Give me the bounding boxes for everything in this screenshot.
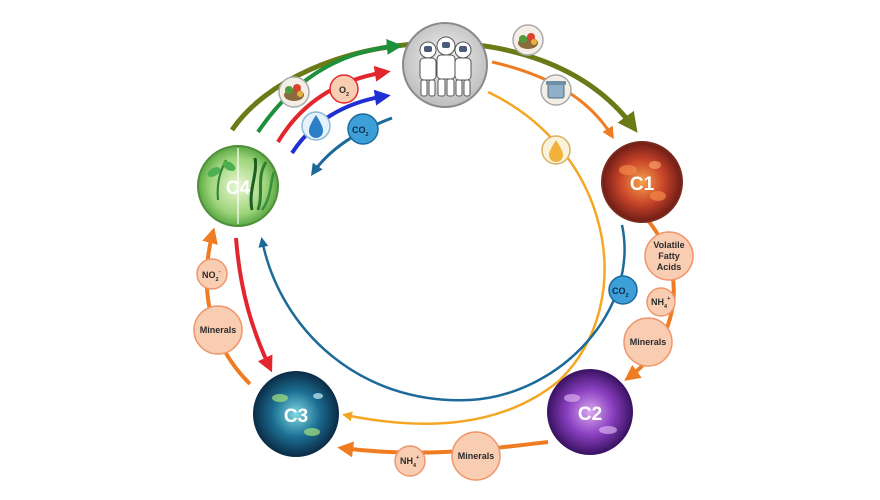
nh4-bubble-right: NH4+ [646,287,676,317]
waste-bin-icon [540,74,572,106]
vfa-bubble: Volatile Fatty Acids [644,231,694,281]
co2-bubble-left: CO2 [347,113,379,145]
c1-label: C1 [630,174,655,195]
c3-node: C3 [253,371,339,457]
svg-text:NH4+: NH4+ [651,296,670,310]
astronauts-node [402,22,488,108]
svg-text:NH4+: NH4+ [400,455,419,469]
minerals-bubble-left: Minerals [193,305,243,355]
c2-label: C2 [578,404,602,425]
svg-text:Fatty: Fatty [658,251,680,261]
svg-text:CO2: CO2 [612,286,629,299]
c1-node: C1 [601,141,683,223]
c4-node: C4 [197,145,279,227]
c2-node: C2 [547,369,633,455]
svg-text:Acids: Acids [657,262,682,272]
svg-text:Minerals: Minerals [200,325,237,335]
minerals-bubble-bottom: Minerals [451,431,501,481]
arrow-c2-to-c3 [337,440,549,458]
water-drop-icon [301,111,331,141]
minerals-bubble-right: Minerals [623,317,673,367]
arrow-red-c4-to-c3 [234,237,273,373]
plant-icon [207,157,276,211]
arrow-teal-co2-to-c4 [310,116,393,176]
food-bowl-icon-left [278,76,310,108]
c3-label: C3 [284,406,308,427]
arrow-red-o2 [276,65,391,144]
arrow-green-to-astronauts [256,38,403,134]
svg-text:NO2-: NO2- [202,269,221,283]
svg-text:CO2: CO2 [352,125,369,138]
no2-bubble-left: NO2- [196,258,228,290]
svg-text:O2: O2 [339,85,349,98]
co2-bubble-right: CO2 [608,275,638,305]
svg-text:Minerals: Minerals [630,337,667,347]
oil-drop-icon [541,135,571,165]
svg-text:Minerals: Minerals [458,451,495,461]
svg-text:Volatile: Volatile [653,240,684,250]
nh4-bubble-bottom: NH4+ [394,445,426,477]
c4-label: C4 [226,178,251,199]
arrow-teal-loop-to-c4 [258,224,626,402]
arrow-blue-water [290,89,391,155]
astronauts-icon [419,36,472,97]
o2-bubble: O2 [329,74,359,104]
food-bowl-icon-top [512,24,544,56]
